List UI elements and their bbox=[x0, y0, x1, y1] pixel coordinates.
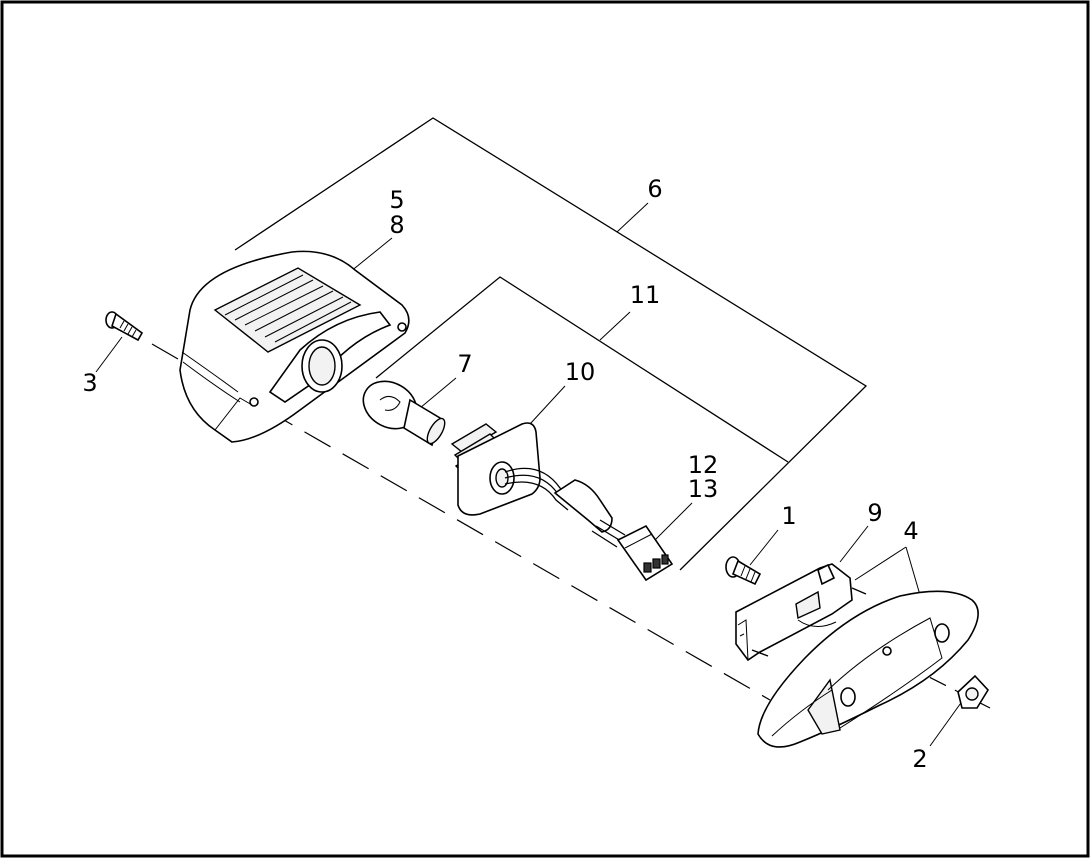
callout-9: 9 bbox=[867, 499, 882, 527]
alignment-line-2 bbox=[879, 651, 991, 709]
leader-11 bbox=[599, 311, 631, 341]
bracket-assembly-6 bbox=[234, 117, 868, 571]
leader-1 bbox=[749, 529, 779, 566]
mounting-bracket-part-9 bbox=[735, 563, 867, 662]
bulb-part-7 bbox=[362, 380, 446, 447]
callout-11: 11 bbox=[630, 281, 661, 309]
callout-6: 6 bbox=[647, 175, 662, 203]
callout-8: 8 bbox=[389, 211, 404, 239]
leader-7 bbox=[419, 377, 457, 409]
callout-12: 12 bbox=[688, 451, 719, 479]
leader-2 bbox=[929, 699, 964, 747]
leader-3 bbox=[95, 336, 123, 373]
lens-housing-part-5-8 bbox=[179, 250, 410, 443]
leader-4a bbox=[854, 546, 907, 581]
leader-9 bbox=[839, 525, 869, 563]
leader-12-13 bbox=[654, 502, 693, 541]
callout-13: 13 bbox=[688, 475, 719, 503]
screw-part-3 bbox=[105, 311, 144, 342]
leader-5-8 bbox=[349, 237, 393, 273]
bracket-assembly-11 bbox=[375, 276, 789, 463]
callout-3: 3 bbox=[82, 369, 97, 397]
nut-part-2 bbox=[957, 674, 989, 709]
callout-10: 10 bbox=[565, 358, 596, 386]
lamp-base-part-4 bbox=[757, 590, 979, 748]
callout-5: 5 bbox=[389, 186, 404, 214]
leader-6 bbox=[616, 202, 649, 233]
socket-part-10 bbox=[450, 422, 626, 548]
callout-2: 2 bbox=[912, 745, 927, 773]
leader-10 bbox=[529, 385, 566, 425]
callout-4: 4 bbox=[903, 517, 918, 545]
callout-1: 1 bbox=[781, 502, 796, 530]
screw-part-1 bbox=[725, 556, 762, 586]
alignment-line bbox=[151, 343, 771, 701]
connector-part-12-13 bbox=[616, 524, 674, 582]
leader-4b bbox=[905, 546, 921, 596]
callout-7: 7 bbox=[457, 350, 472, 378]
